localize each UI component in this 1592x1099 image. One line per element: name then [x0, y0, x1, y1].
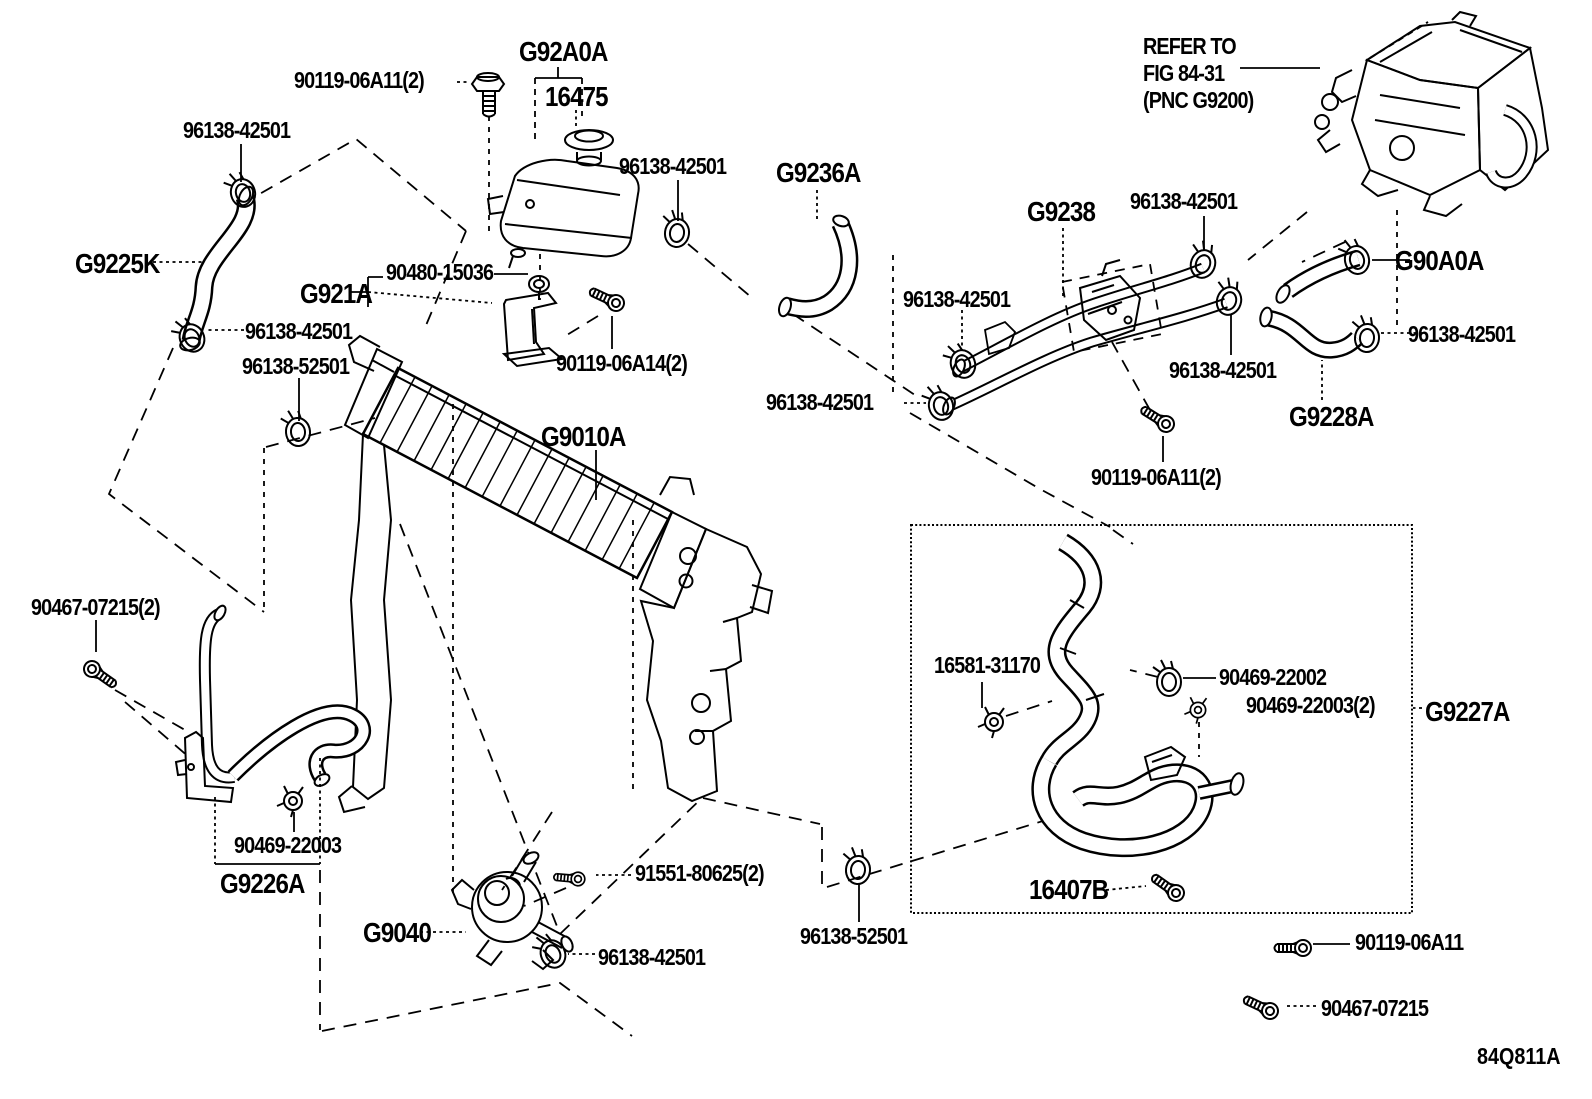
part-label-bolt-90119-06a11-bot: 90119-06A11 [1355, 929, 1464, 955]
part-label-pump-g9040: G9040 [363, 917, 432, 948]
hose-clamp-icon [658, 207, 693, 250]
part-label-bolt-91551-80625: 91551-80625(2) [635, 860, 765, 886]
part-label-clip-90469-22003-l: 90469-22003 [234, 832, 342, 858]
fasteners [79, 72, 1382, 1023]
hose-clamp-icon [1152, 659, 1182, 697]
part-label-hose-g9227a: G9227A [1425, 696, 1510, 727]
hose-g9236a-drawing [778, 214, 859, 318]
part-label-bolt-90119-06a11-mid: 90119-06A11(2) [1091, 464, 1222, 490]
bolt-icon [1273, 939, 1312, 957]
bracket-g921a-drawing [501, 275, 565, 368]
part-label-clamp-96138-52501-a: 96138-52501 [242, 353, 350, 379]
part-label-clamp-96138-42501-f: 96138-42501 [245, 318, 353, 344]
part-label-clamp-96138-42501-h: 96138-42501 [1169, 357, 1277, 383]
part-label-clamp-96138-42501-g: 96138-42501 [766, 389, 874, 415]
part-label-clamp-96138-42501-d: 96138-42501 [1408, 321, 1516, 347]
reference-note: REFER TO FIG 84-31 (PNC G9200) [1143, 33, 1254, 114]
spring-clip-icon [276, 785, 304, 818]
reservoir-tank-drawing [486, 129, 640, 269]
bolt-icon [470, 72, 506, 118]
part-label-plug-16407b: 16407B [1029, 874, 1109, 905]
figure-code: 84Q811A [1477, 1043, 1561, 1069]
pump-g9040-drawing [450, 851, 574, 971]
spring-clip-icon [977, 706, 1005, 739]
part-label-clip-16581-31170: 16581-31170 [934, 652, 1041, 678]
bolt-icon [1136, 401, 1179, 437]
part-label-clamp-90469-22002: 90469-22002 [1219, 664, 1327, 690]
part-label-clamp-96138-52501-b: 96138-52501 [800, 923, 908, 949]
part-label-hose-g9236a: G9236A [776, 157, 861, 188]
part-label-bolt-90119-06a14: 90119-06A14(2) [556, 350, 688, 376]
part-label-hose-g90a0a: G90A0A [1395, 245, 1484, 276]
hose-clamp-icon [279, 408, 313, 449]
part-label-bolt-90467-07215-l: 90467-07215(2) [31, 594, 161, 620]
bolt-icon [552, 869, 587, 888]
radiator-drawing [337, 334, 774, 814]
part-label-clamp-96138-42501-e: 96138-42501 [903, 286, 1011, 312]
bolt-icon [1239, 990, 1282, 1023]
part-label-pipe-g9238: G9238 [1027, 196, 1096, 227]
part-label-clamp-96138-42501-i: 96138-42501 [598, 944, 706, 970]
part-label-clamp-96138-42501-b: 96138-42501 [619, 153, 727, 179]
hose-g9227a-drawing [1031, 533, 1245, 858]
part-label-bolt-90119-06a11-top: 90119-06A11(2) [294, 67, 425, 93]
g9227a-box [910, 524, 1413, 914]
pipe-g9226a-drawing [174, 604, 371, 804]
bolt-icon [1147, 869, 1189, 906]
bolt-icon [585, 282, 628, 315]
construction-lines [107, 137, 1346, 1037]
part-label-hose-g9228a: G9228A [1289, 401, 1374, 432]
hose-clamp-icon [839, 845, 873, 886]
inverter-unit-drawing [1314, 10, 1550, 218]
leader-lines [95, 67, 1423, 1007]
part-label-bracket-g921a: G921A [300, 278, 373, 309]
part-label-hose-g9225k: G9225K [75, 248, 160, 279]
part-label-clamp-96138-42501-a: 96138-42501 [183, 117, 291, 143]
part-label-pipe-g9226a: G9226A [220, 868, 305, 899]
part-label-cap-16475: 16475 [545, 81, 609, 112]
part-label-clamp-96138-42501-c: 96138-42501 [1130, 188, 1238, 214]
water-pipe-g9238-drawing [942, 259, 1228, 416]
part-label-clip-90469-22003-r: 90469-22003(2) [1246, 692, 1376, 718]
spring-clip-icon [1183, 696, 1208, 725]
part-label-g92a0a: G92A0A [519, 36, 608, 67]
part-label-bolt-90467-07215-bot: 90467-07215 [1321, 995, 1429, 1021]
part-label-radiator-g9010a: G9010A [541, 421, 626, 452]
bolt-icon [79, 656, 121, 693]
part-label-grommet-90480-15036: 90480-15036 [386, 259, 494, 285]
hose-g9228a-drawing [1259, 306, 1364, 359]
